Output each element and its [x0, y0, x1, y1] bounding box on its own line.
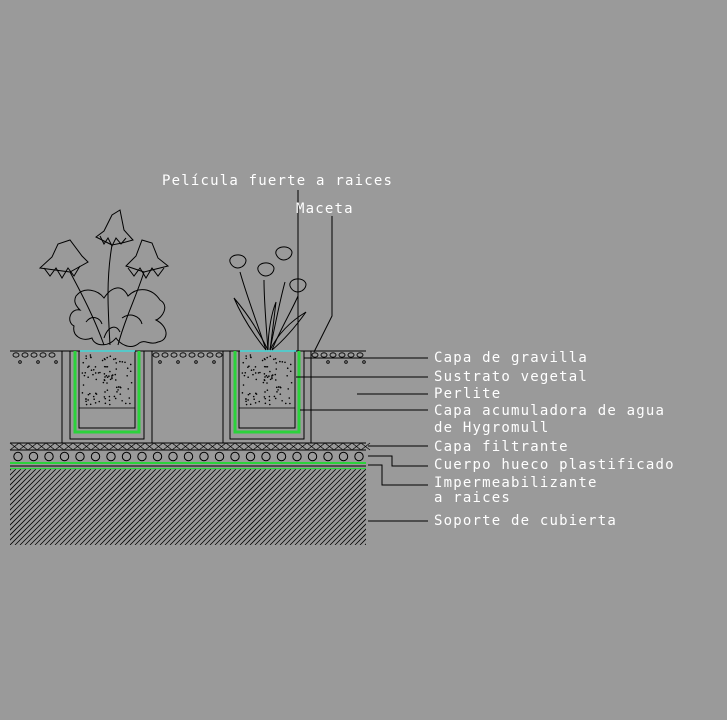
label-gravilla: Capa de gravilla [434, 350, 588, 366]
label-impermeabilizante-1: Impermeabilizante [434, 475, 598, 491]
waterproofing-layer [10, 462, 366, 470]
plant-right [229, 246, 307, 351]
label-filtrante: Capa filtrante [434, 439, 569, 455]
label-sustrato: Sustrato vegetal [434, 369, 588, 385]
hollow-plastic-body-layer [10, 449, 366, 462]
pot-left [69, 350, 145, 440]
label-perlite: Perlite [434, 386, 501, 402]
label-soporte: Soporte de cubierta [434, 513, 617, 529]
label-acumuladora-1: Capa acumuladora de agua [434, 403, 665, 419]
label-pelicula: Película fuerte a raices [162, 173, 393, 189]
leader-lines [296, 190, 428, 522]
labels: Película fuerte a raices Maceta Capa de … [162, 173, 675, 529]
pot-right [229, 350, 305, 440]
perlite-area [61, 351, 312, 443]
roof-support-hatch [10, 469, 366, 545]
label-acumuladora-2: de Hygromull [434, 420, 550, 436]
gravel-layer [10, 350, 366, 364]
plant-left [38, 209, 170, 347]
label-impermeabilizante-2: a raices [434, 490, 511, 506]
filter-layer [9, 442, 371, 451]
label-hueco: Cuerpo hueco plastificado [434, 457, 675, 473]
label-maceta: Maceta [296, 201, 354, 217]
